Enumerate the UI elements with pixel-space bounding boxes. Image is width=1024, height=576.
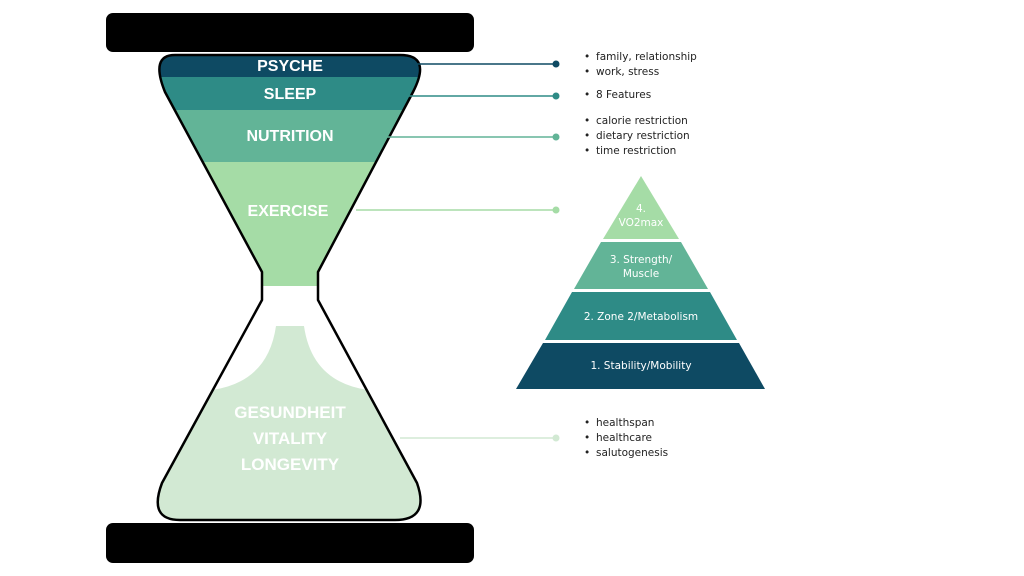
gesundheit-label: GESUNDHEIT <box>234 403 346 422</box>
top-frame-bar <box>106 13 474 52</box>
pyramid-level-2 <box>545 292 737 340</box>
longevity-note-item: salutogenesis <box>584 446 668 461</box>
pyramid-level-1-line-1: 1. Stability/Mobility <box>590 360 691 372</box>
nutrition-note-item: calorie restriction <box>584 114 690 129</box>
bottom-frame-bar <box>106 523 474 563</box>
psyche-notes: family, relationship work, stress <box>584 50 697 80</box>
longevity-note-item: healthcare <box>584 431 668 446</box>
sleep-notes: 8 Features <box>584 88 651 103</box>
longevity-connector-dot <box>552 434 560 442</box>
pyramid-level-1 <box>516 343 765 389</box>
pyramid-level-3 <box>574 242 708 289</box>
sleep-band <box>159 77 421 110</box>
psyche-connector-dot <box>552 60 560 68</box>
longevity-notes: healthspan healthcare salutogenesis <box>584 416 668 461</box>
bottom-bulb-fill <box>157 326 421 520</box>
psyche-note-item: family, relationship <box>584 50 697 65</box>
nutrition-connector-dot <box>552 133 560 141</box>
pyramid-level-4 <box>603 176 679 239</box>
pyramid-level-4-line-2: VO2max <box>619 217 664 229</box>
exercise-connector-dot <box>552 206 560 214</box>
exercise-pyramid: 4. VO2max 3. Strength/ Muscle 2. Zone 2/… <box>516 176 765 389</box>
nutrition-notes: calorie restriction dietary restriction … <box>584 114 690 159</box>
sleep-connector-dot <box>552 92 560 100</box>
nutrition-band <box>159 110 421 162</box>
pyramid-level-3-line-1: 3. Strength/ <box>610 254 673 266</box>
exercise-band <box>159 162 421 286</box>
nutrition-label: NUTRITION <box>246 128 333 145</box>
hourglass-outline <box>156 53 422 522</box>
pyramid-level-3-line-2: Muscle <box>623 268 659 280</box>
sleep-label: SLEEP <box>264 86 317 103</box>
vitality-label: VITALITY <box>253 429 328 448</box>
sleep-note-item: 8 Features <box>584 88 651 103</box>
psyche-band <box>159 55 421 77</box>
psyche-label: PSYCHE <box>257 58 323 75</box>
pyramid-level-4-line-1: 4. <box>636 203 646 215</box>
exercise-label: EXERCISE <box>248 203 329 220</box>
psyche-note-item: work, stress <box>584 65 697 80</box>
nutrition-note-item: dietary restriction <box>584 129 690 144</box>
longevity-note-item: healthspan <box>584 416 668 431</box>
longevity-label: LONGEVITY <box>241 455 340 474</box>
nutrition-note-item: time restriction <box>584 144 690 159</box>
bottom-bulb-sand <box>157 326 421 520</box>
pyramid-level-2-line-1: 2. Zone 2/Metabolism <box>584 311 698 323</box>
